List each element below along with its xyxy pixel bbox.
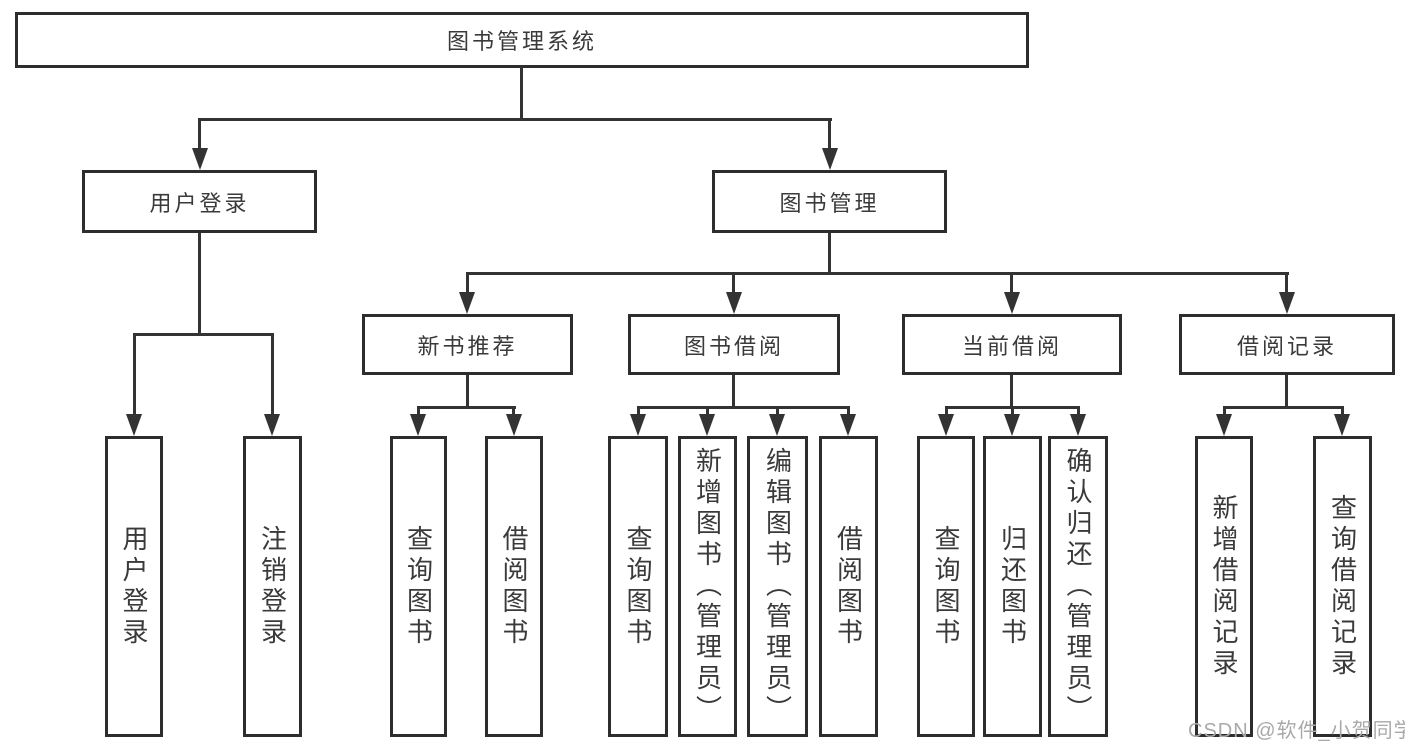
node-user-login: 用户登录 bbox=[82, 170, 317, 233]
node-new-book-recommend-label: 新书推荐 bbox=[417, 333, 518, 359]
connector-records-hbar bbox=[1223, 406, 1344, 409]
connector-borrow-hbar bbox=[637, 406, 850, 409]
node-current-borrow-label: 当前借阅 bbox=[961, 333, 1062, 359]
arrow-down-icon bbox=[1216, 414, 1232, 436]
connector-current-drop-1 bbox=[945, 408, 948, 416]
node-new-book-recommend: 新书推荐 bbox=[362, 314, 573, 375]
leaf-add-books-admin-label: 新增图书（管理员） bbox=[692, 447, 723, 726]
connector-recommend-drop-1 bbox=[417, 408, 420, 416]
arrow-down-icon bbox=[506, 414, 522, 436]
leaf-current-query-books: 查询图书 bbox=[917, 436, 975, 737]
leaf-add-borrow-record: 新增借阅记录 bbox=[1195, 436, 1253, 737]
arrow-down-icon bbox=[1279, 292, 1295, 314]
connector-records-drop-2 bbox=[1341, 408, 1344, 416]
arrow-down-icon bbox=[630, 414, 646, 436]
leaf-recommend-borrow-books: 借阅图书 bbox=[485, 436, 543, 737]
leaf-add-books-admin: 新增图书（管理员） bbox=[678, 436, 737, 737]
leaf-borrow-books: 借阅图书 bbox=[819, 436, 878, 737]
connector-bookmgmt-stem bbox=[828, 233, 831, 275]
arrow-down-icon bbox=[264, 414, 280, 436]
leaf-recommend-query-books: 查询图书 bbox=[390, 436, 447, 737]
connector-current-drop-2 bbox=[1011, 408, 1014, 416]
arrow-down-icon bbox=[126, 414, 142, 436]
watermark: CSDN @软件_小贺同学 bbox=[1188, 720, 1405, 742]
connector-userlogin-hbar bbox=[133, 333, 274, 336]
leaf-borrow-query-books: 查询图书 bbox=[608, 436, 668, 737]
arrow-down-icon bbox=[459, 292, 475, 314]
arrow-down-icon bbox=[822, 148, 838, 170]
arrow-down-icon bbox=[1004, 292, 1020, 314]
leaf-edit-books-admin: 编辑图书（管理员） bbox=[747, 436, 808, 737]
arrow-down-icon bbox=[726, 292, 742, 314]
connector-bookmgmt-drop-3 bbox=[1010, 274, 1013, 294]
leaf-recommend-borrow-books-label: 借阅图书 bbox=[499, 524, 529, 649]
connector-current-hbar bbox=[945, 406, 1080, 409]
connector-root-drop-right bbox=[828, 120, 831, 150]
connector-root-drop-left bbox=[198, 120, 201, 150]
leaf-return-books-label: 归还图书 bbox=[997, 524, 1028, 649]
leaf-borrow-query-books-label: 查询图书 bbox=[623, 524, 653, 649]
leaf-query-borrow-record: 查询借阅记录 bbox=[1313, 436, 1372, 737]
connector-root-hbar bbox=[198, 118, 832, 121]
leaf-user-login: 用户登录 bbox=[105, 436, 163, 737]
connector-current-stem bbox=[1010, 375, 1013, 409]
leaf-add-borrow-record-label: 新增借阅记录 bbox=[1209, 493, 1239, 680]
leaf-user-login-label: 用户登录 bbox=[119, 524, 149, 649]
leaf-logout: 注销登录 bbox=[243, 436, 302, 737]
node-book-borrow-label: 图书借阅 bbox=[683, 333, 784, 359]
leaf-edit-books-admin-label: 编辑图书（管理员） bbox=[762, 447, 793, 726]
node-book-management: 图书管理 bbox=[712, 170, 947, 233]
node-book-management-label: 图书管理 bbox=[779, 190, 880, 216]
leaf-confirm-return-admin: 确认归还（管理员） bbox=[1048, 436, 1108, 737]
connector-bookmgmt-drop-2 bbox=[732, 274, 735, 294]
connector-borrow-drop-4 bbox=[847, 408, 850, 416]
connector-userlogin-drop-1 bbox=[133, 335, 136, 415]
arrow-down-icon bbox=[938, 414, 954, 436]
arrow-down-icon bbox=[699, 414, 715, 436]
arrow-down-icon bbox=[192, 148, 208, 170]
leaf-return-books: 归还图书 bbox=[983, 436, 1042, 737]
leaf-borrow-books-label: 借阅图书 bbox=[833, 524, 864, 649]
node-current-borrow: 当前借阅 bbox=[902, 314, 1122, 375]
node-user-login-label: 用户登录 bbox=[149, 190, 250, 216]
connector-recommend-hbar bbox=[417, 406, 516, 409]
connector-recommend-drop-2 bbox=[512, 408, 515, 416]
node-borrow-records-label: 借阅记录 bbox=[1236, 333, 1337, 359]
connector-borrow-drop-2 bbox=[706, 408, 709, 416]
connector-records-stem bbox=[1285, 375, 1288, 409]
leaf-query-borrow-record-label: 查询借阅记录 bbox=[1327, 493, 1358, 680]
connector-root-stem bbox=[520, 66, 523, 120]
node-root-label: 图书管理系统 bbox=[446, 29, 597, 54]
node-borrow-records: 借阅记录 bbox=[1179, 314, 1395, 375]
leaf-recommend-query-books-label: 查询图书 bbox=[403, 524, 434, 649]
arrow-down-icon bbox=[1334, 414, 1350, 436]
connector-userlogin-stem bbox=[198, 233, 201, 336]
connector-current-drop-3 bbox=[1077, 408, 1080, 416]
connector-borrow-drop-3 bbox=[776, 408, 779, 416]
node-root: 图书管理系统 bbox=[15, 12, 1029, 68]
connector-bookmgmt-drop-1 bbox=[466, 274, 469, 294]
connector-bookmgmt-drop-4 bbox=[1285, 274, 1288, 294]
arrow-down-icon bbox=[840, 414, 856, 436]
arrow-down-icon bbox=[1070, 414, 1086, 436]
leaf-confirm-return-admin-label: 确认归还（管理员） bbox=[1063, 447, 1093, 726]
connector-borrow-stem bbox=[732, 375, 735, 409]
node-book-borrow: 图书借阅 bbox=[628, 314, 840, 375]
connector-borrow-drop-1 bbox=[637, 408, 640, 416]
connector-records-drop-1 bbox=[1223, 408, 1226, 416]
connector-bookmgmt-hbar bbox=[466, 272, 1289, 275]
connector-userlogin-drop-2 bbox=[271, 335, 274, 415]
leaf-logout-label: 注销登录 bbox=[257, 524, 288, 649]
arrow-down-icon bbox=[410, 414, 426, 436]
arrow-down-icon bbox=[1004, 414, 1020, 436]
connector-recommend-stem bbox=[466, 375, 469, 409]
leaf-current-query-books-label: 查询图书 bbox=[931, 524, 961, 649]
arrow-down-icon bbox=[769, 414, 785, 436]
